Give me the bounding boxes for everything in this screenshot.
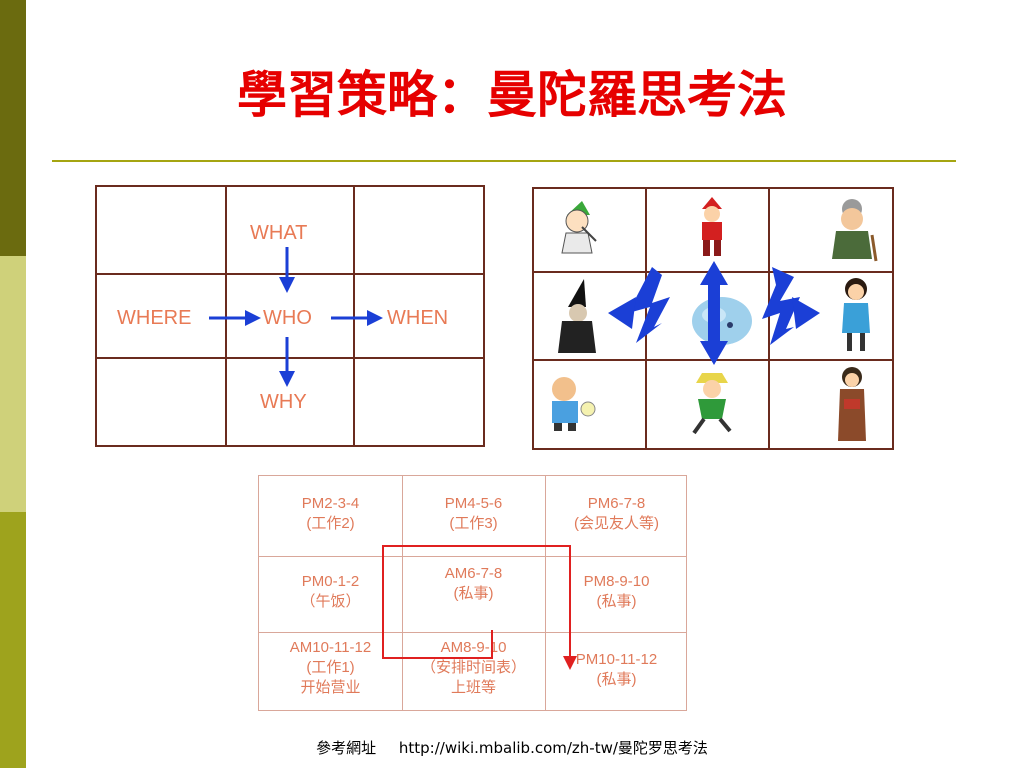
cell-activity: （午饭） — [300, 593, 361, 610]
sidebar-block-olive — [0, 512, 26, 768]
schedule-cell: AM6-7-8 (私事) — [402, 564, 545, 604]
reference-link[interactable]: http://wiki.mbalib.com/zh-tw/曼陀罗思考法 — [398, 739, 708, 757]
cell-time: PM0-1-2 — [301, 573, 360, 590]
scientist-figure-icon — [552, 377, 596, 431]
rotation-arrows-icon — [608, 261, 820, 365]
cell-activity: (工作2) — [306, 515, 355, 532]
sidebar-decoration — [0, 0, 26, 768]
arrow-right-icon — [209, 310, 261, 326]
five-w-grid: WHAT WHERE WHO WHEN WHY — [95, 185, 485, 447]
cell-time: PM10-11-12 — [575, 651, 658, 668]
sidebar-block-light — [0, 256, 26, 512]
old-woman-figure-icon — [832, 199, 878, 262]
cell-activity: （安排时间表） — [420, 659, 526, 676]
grid-line — [225, 187, 227, 445]
schedule-cell: PM2-3-4 (工作2) — [259, 494, 402, 534]
when-label: WHEN — [387, 307, 449, 329]
grid-line — [402, 476, 403, 710]
cell-activity: (私事) — [453, 585, 494, 602]
sidebar-block-dark — [0, 0, 26, 256]
arrow-right-icon — [331, 310, 383, 326]
arrow-down-icon — [279, 247, 295, 293]
cell-time: PM8-9-10 — [583, 573, 650, 590]
cell-activity: (工作3) — [449, 515, 498, 532]
cell-activity: (私事) — [596, 671, 637, 688]
boy-figure-icon — [692, 373, 732, 435]
schedule-cell: PM0-1-2 （午饭） — [259, 572, 402, 612]
arrow-down-icon — [279, 337, 295, 387]
grid-line — [97, 273, 483, 275]
cell-time: PM6-7-8 — [587, 495, 646, 512]
who-label: WHO — [263, 307, 312, 329]
cell-note: 开始营业 — [300, 679, 361, 696]
girl-figure-icon — [842, 278, 870, 351]
cell-activity: (会见友人等) — [574, 515, 659, 532]
woman-figure-icon — [838, 367, 866, 441]
schedule-cell: AM8-9-10 （安排时间表） 上班等 — [402, 638, 545, 698]
reference-label: 參考網址 — [316, 739, 377, 757]
title-divider — [52, 160, 956, 162]
grid-line — [545, 476, 546, 710]
schedule-cell: PM6-7-8 (会见友人等) — [545, 494, 688, 534]
cell-time: AM10-11-12 — [289, 639, 372, 656]
grid-line — [97, 357, 483, 359]
cell-note: 上班等 — [450, 679, 496, 696]
cell-time: PM2-3-4 — [301, 495, 360, 512]
grid-line — [353, 187, 355, 445]
cell-time: AM6-7-8 — [444, 565, 503, 582]
pinocchio-figure-icon — [702, 197, 722, 256]
cell-time: PM4-5-6 — [444, 495, 503, 512]
route-arrow-icon — [382, 545, 577, 670]
schedule-cell: PM8-9-10 (私事) — [545, 572, 688, 612]
elf-figure-icon — [561, 201, 597, 254]
why-label: WHY — [260, 391, 307, 413]
what-label: WHAT — [250, 222, 308, 244]
cell-activity: (工作1) — [306, 659, 355, 676]
where-label: WHERE — [117, 307, 192, 329]
character-grid — [532, 187, 894, 450]
witch-figure-icon — [558, 279, 596, 353]
schedule-cell: PM4-5-6 (工作3) — [402, 494, 545, 534]
grid-line — [768, 189, 770, 448]
cell-activity: (私事) — [596, 593, 637, 610]
grid-line — [259, 556, 686, 557]
schedule-grid: PM2-3-4 (工作2) PM4-5-6 (工作3) PM6-7-8 (会见友… — [258, 475, 687, 711]
slide-title: 學習策略：曼陀羅思考法 — [237, 66, 787, 124]
reference-footer: 參考網址 http://wiki.mbalib.com/zh-tw/曼陀罗思考法 — [0, 737, 1024, 759]
schedule-cell: AM10-11-12 (工作1) 开始营业 — [259, 638, 402, 698]
cell-time: AM8-9-10 — [440, 639, 507, 656]
grid-line — [259, 632, 686, 633]
schedule-cell: PM10-11-12 (私事) — [545, 650, 688, 690]
